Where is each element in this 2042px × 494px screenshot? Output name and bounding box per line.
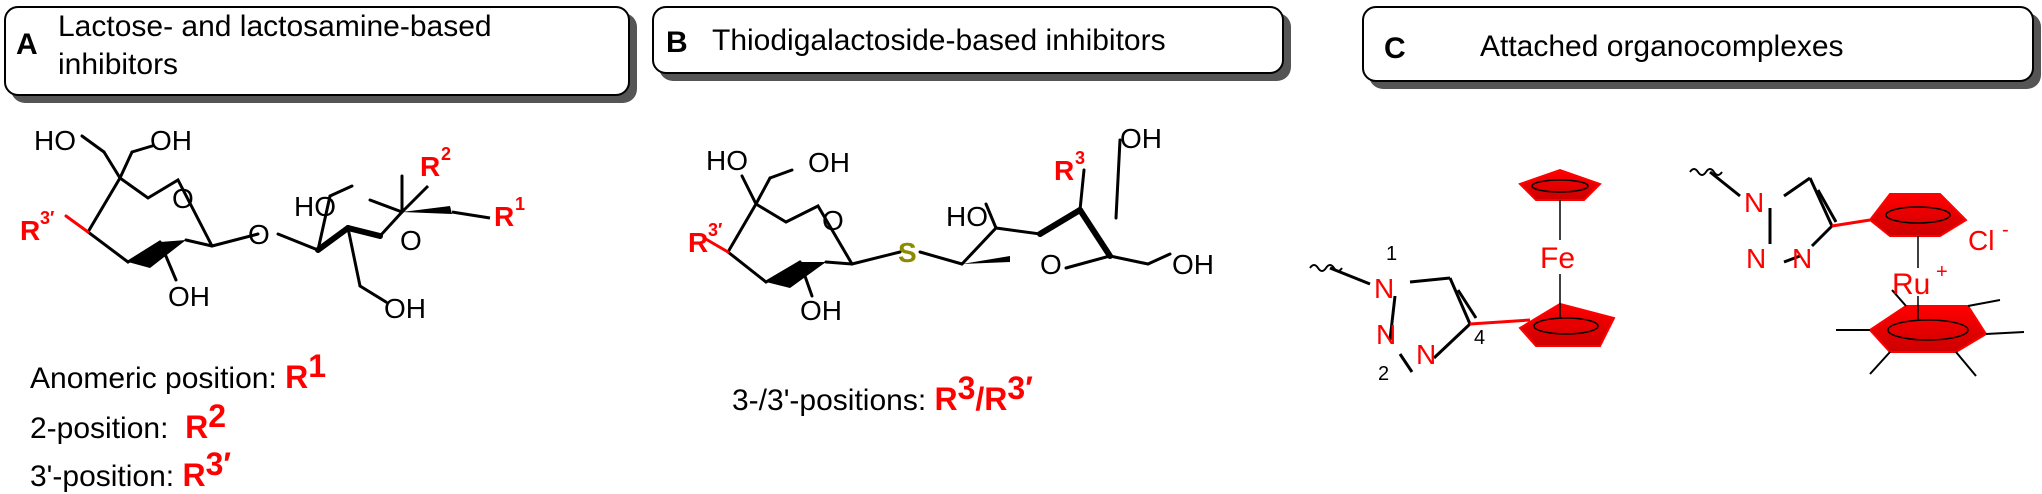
ruthenium-n3: N (1792, 243, 1812, 274)
caption-3prime-text: 3'-position: (30, 460, 183, 493)
lactose-r2-sup: 2 (441, 144, 451, 164)
tdg-structure (702, 138, 1172, 298)
caption-b-positions: 3-/3'-positions: R3/R3′ (732, 370, 1033, 418)
lactose-oh-top: OH (150, 125, 192, 156)
ferrocene-n2: N (1376, 319, 1396, 350)
caption-2-text: 2-position: (30, 412, 186, 445)
ruthenium-labels: N N N Ru + Cl - (1744, 187, 2009, 301)
caption-b-slash: / (975, 381, 985, 417)
tdg-oh-right-bottom: OH (1172, 249, 1214, 280)
tdg-sulfur: S (898, 237, 917, 268)
ferrocene-n3: N (1416, 339, 1436, 370)
panel-a-title-line1: Lactose- and lactosamine-based (58, 10, 492, 43)
tdg-ho-mid: HO (946, 201, 988, 232)
lactose-r1-sup: 1 (515, 194, 525, 214)
tdg-ring-o1: O (822, 205, 844, 236)
tdg-ho-top: HO (706, 145, 748, 176)
lactose-ring-o2: O (400, 225, 422, 256)
caption-anomeric-r: R (285, 359, 309, 395)
panel-b-header (652, 6, 1284, 74)
lactose-r-bonds (400, 184, 491, 220)
tdg-r3prime: R (688, 227, 708, 258)
panel-b-title: Thiodigalactoside-based inhibitors (712, 24, 1166, 57)
lactose-r1: R (494, 201, 514, 232)
lactose-r3prime-sup: 3′ (40, 208, 54, 228)
ferrocene-num4: 4 (1474, 327, 1485, 349)
lactose-ho-top: HO (34, 125, 76, 156)
caption-anomeric-sup: 1 (308, 348, 327, 384)
ferrocene-n1: N (1374, 273, 1394, 304)
tdg-r3-sup: 3 (1075, 148, 1085, 168)
caption-b-sup2: 3′ (1007, 370, 1033, 406)
caption-2-r: R (185, 409, 209, 445)
lactose-labels: HO OH O OH O HO O OH R 3′ R 2 R 1 (20, 125, 525, 324)
ruthenium-n2: N (1746, 243, 1766, 274)
caption-2-sup: 2 (208, 398, 226, 434)
panel-a-letter: A (16, 28, 38, 61)
caption-3prime-position: 3'-position: R3′ (30, 446, 231, 494)
panel-b-letter: B (666, 26, 688, 59)
lactose-oh-bottom1: OH (168, 281, 210, 312)
ruthenium-structure (1689, 168, 2025, 377)
lactose-structure (64, 134, 452, 304)
ruthenium-n1: N (1744, 187, 1764, 218)
caption-3prime-sup: 3′ (205, 446, 232, 482)
caption-anomeric-text: Anomeric position: (30, 362, 286, 395)
tdg-oh-right-top: OH (1120, 123, 1162, 154)
tdg-r3prime-sup: 3′ (708, 220, 722, 240)
lactose-ring-o1: O (172, 183, 194, 214)
ferrocene-num1: 1 (1386, 243, 1397, 265)
tdg-oh-bottom1: OH (800, 295, 842, 326)
lactose-r3prime: R (20, 215, 40, 246)
panel-a-header (4, 6, 630, 96)
tdg-oh-top: OH (808, 147, 850, 178)
panel-c-title: Attached organocomplexes (1480, 30, 1844, 63)
ruthenium-cl: Cl (1968, 225, 1994, 256)
caption-3prime-r: R (182, 457, 206, 493)
ferrocene-bottom-cp (1518, 302, 1616, 347)
lactose-r2: R (420, 151, 440, 182)
panel-c-letter: C (1384, 32, 1406, 65)
ruthenium-cl-charge: - (2002, 219, 2009, 241)
panel-a-title: Lactose- and lactosamine-based inhibitor… (58, 8, 492, 84)
lactose-bridge-o: O (248, 219, 270, 250)
ruthenium-attachment-squiggle (1689, 168, 1723, 176)
ruthenium-ru: Ru (1892, 268, 1930, 301)
caption-b-text: 3-/3'-positions: (732, 384, 935, 417)
caption-anomeric: Anomeric position: R1 (30, 348, 326, 396)
caption-2-position: 2-position: R2 (30, 398, 226, 446)
lactose-oh-bottom2: OH (384, 293, 426, 324)
ruthenium-ru-charge: + (1936, 261, 1948, 283)
ferrocene-top-cp (1518, 168, 1602, 201)
ferrocene-labels: N N N 1 2 4 Fe (1374, 242, 1575, 385)
tdg-r3: R (1054, 155, 1074, 186)
tdg-labels: HO OH O OH S HO O OH OH R 3′ R 3 (688, 123, 1214, 326)
caption-b-sup1: 3 (957, 370, 976, 406)
ferrocene-num2: 2 (1378, 363, 1389, 385)
ruthenium-arene-ring (1868, 193, 1968, 237)
caption-b-r2: R (984, 381, 1008, 417)
lactose-ho-mid: HO (294, 191, 336, 222)
tdg-ring-o2: O (1040, 249, 1062, 280)
caption-b-r1: R (934, 381, 958, 417)
ferrocene-structure (1309, 168, 1616, 373)
panel-c-header (1362, 6, 2034, 82)
ferrocene-fe: Fe (1540, 242, 1575, 275)
panel-a-title-line2: inhibitors (58, 48, 179, 81)
